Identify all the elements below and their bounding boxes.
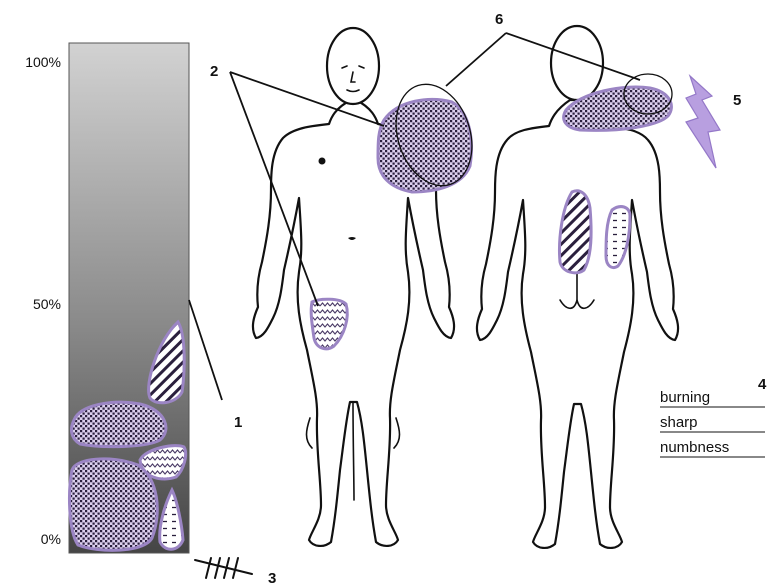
dotted-region-in-bar-lower xyxy=(70,459,158,550)
descriptor-numbness: numbness xyxy=(660,439,729,456)
dotted-region-in-bar-upper xyxy=(72,402,166,446)
scale-label-100: 100% xyxy=(25,54,61,70)
scale-label-50: 50% xyxy=(33,296,61,312)
front-head xyxy=(327,28,379,104)
shoulder-region-front xyxy=(378,99,471,192)
descriptor-sharp: sharp xyxy=(660,414,698,431)
lightning-bolt-icon xyxy=(686,76,720,168)
pain-descriptor-list: burning sharp numbness xyxy=(660,389,765,457)
back-head xyxy=(551,26,603,100)
leader-line-1 xyxy=(189,300,222,400)
tally-marks-icon xyxy=(195,558,252,578)
callout-6: 6 xyxy=(495,11,503,28)
callout-4: 4 xyxy=(758,376,767,393)
scale-label-0: 0% xyxy=(41,531,61,547)
callout-3: 3 xyxy=(268,570,276,586)
callout-1: 1 xyxy=(234,414,242,431)
descriptor-burning: burning xyxy=(660,389,710,406)
callout-5: 5 xyxy=(733,92,741,109)
nipple-marker xyxy=(319,158,326,165)
callout-2: 2 xyxy=(210,63,218,80)
leader-line-6a xyxy=(446,33,506,86)
